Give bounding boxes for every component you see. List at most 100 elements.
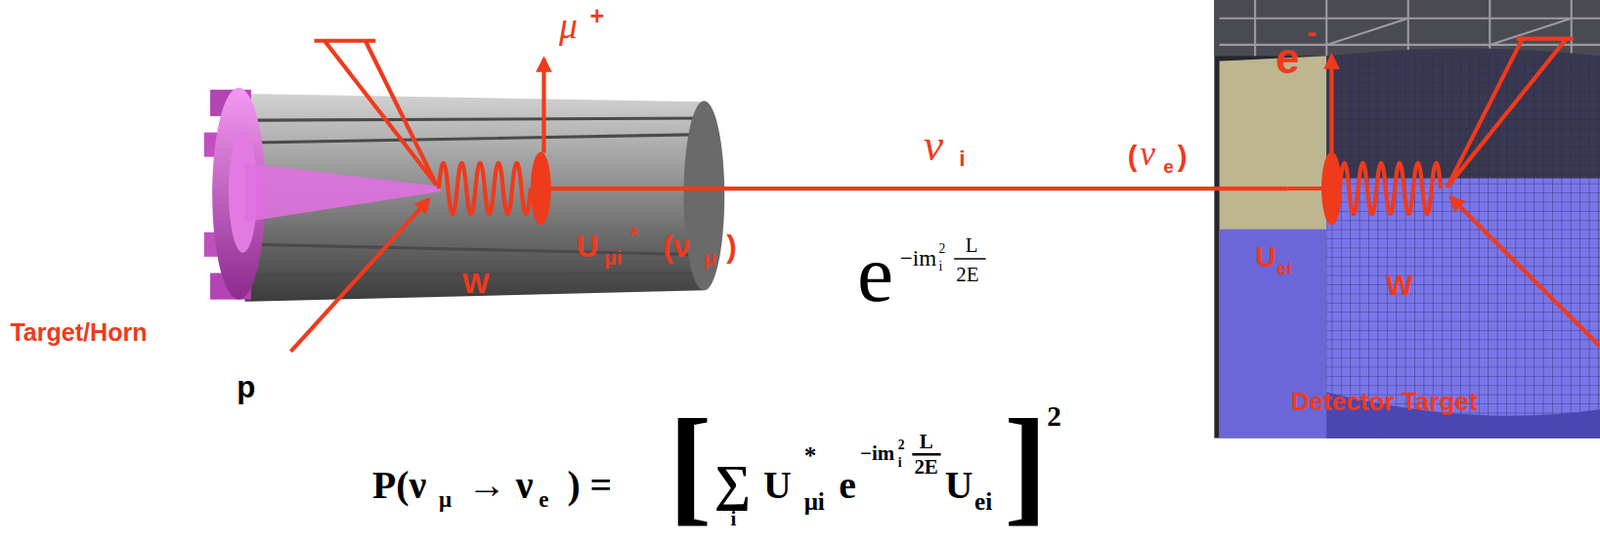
horn-node: Target/Horn — [5, 153, 541, 352]
label-text: 2E — [955, 262, 979, 287]
fraction-bar — [953, 258, 986, 260]
label-text: U — [1254, 241, 1276, 273]
formula-term: e — [838, 467, 857, 507]
label-text: W — [1385, 269, 1414, 302]
neutrino-path — [540, 186, 1288, 191]
label-text: L — [919, 430, 934, 454]
neutrino-label: ν — [923, 123, 944, 169]
formula-term: → ν — [467, 467, 533, 507]
label-text: + — [589, 1, 605, 30]
formula-term: 2 — [898, 438, 906, 453]
phase-term: 2E — [955, 264, 979, 286]
formula-term: 2E — [913, 457, 938, 478]
label-text: 2E — [913, 455, 938, 479]
label-text: ν — [923, 120, 944, 171]
label-text: * — [804, 442, 818, 470]
label-text: ) = — [566, 464, 612, 508]
label-text: e — [838, 464, 857, 508]
label-text: i — [731, 507, 737, 531]
particle-label: μ — [559, 7, 578, 45]
label-text: (ν — [663, 229, 692, 264]
neutrino-label: ) — [1177, 142, 1188, 172]
label-text: ) — [1177, 140, 1188, 173]
label-text: μ — [438, 487, 452, 513]
formula-term: i — [731, 509, 737, 530]
particle-label: p — [236, 372, 256, 403]
production-vertex — [291, 41, 545, 352]
formula-bracket: ] — [1003, 400, 1048, 532]
charge-label: - — [1306, 18, 1317, 47]
formula-term: e — [538, 489, 549, 513]
label-text: [ — [668, 392, 713, 538]
formula-term: i — [898, 456, 903, 471]
label-text: ) — [726, 229, 736, 264]
label-text: μ — [703, 246, 717, 269]
formula-term: ei — [974, 489, 993, 515]
label-text: e — [1275, 34, 1299, 83]
subscript-label: μ — [703, 248, 717, 269]
label-text: U — [945, 464, 974, 508]
superscript-label: * — [629, 223, 639, 247]
charge-label: + — [589, 3, 605, 29]
label-text: μi — [804, 488, 825, 516]
label-text: e — [857, 228, 894, 319]
label-text: - — [1306, 16, 1317, 48]
phase-term: i — [938, 259, 943, 274]
label-text: W — [462, 267, 490, 300]
label-text: −im — [900, 246, 937, 271]
boson-label: W — [462, 269, 490, 299]
formula-term: ) = — [566, 467, 612, 507]
phase-term: L — [965, 235, 979, 257]
phase-term: 2 — [938, 242, 946, 257]
formula-bracket: [ — [668, 400, 713, 532]
label-text: P(ν — [372, 464, 427, 508]
formula-term: ∑ — [714, 457, 751, 509]
label-text: * — [629, 221, 639, 248]
label-text: ∑ — [714, 454, 751, 512]
formula-term: 2 — [1046, 402, 1062, 432]
formula-term: U — [945, 467, 974, 507]
label-text: e — [1163, 156, 1173, 177]
label-text: 2 — [1046, 400, 1062, 433]
neutrino-label: ( — [1127, 142, 1138, 172]
matrix-label: (ν — [663, 231, 692, 262]
formula-term: L — [919, 432, 934, 453]
formula-term: U — [763, 467, 792, 507]
label-text: i — [938, 259, 943, 274]
label-text: → ν — [467, 464, 533, 508]
subscript-label: e — [1163, 158, 1173, 177]
subscript-label: i — [958, 147, 965, 171]
phase-term: e — [857, 233, 894, 316]
node-label: Target/Horn — [9, 320, 147, 346]
label-text: ei — [1276, 258, 1293, 279]
detector-photo — [1213, 0, 1600, 439]
formula-term: μi — [804, 489, 825, 515]
label-text: ( — [1127, 140, 1138, 173]
label-text: ] — [1003, 392, 1048, 538]
label-text: 2 — [938, 241, 946, 257]
neutrino-label: ν — [1139, 136, 1156, 173]
node-text: Target/Horn — [9, 318, 147, 346]
label-text: −im — [860, 441, 895, 466]
subscript-label: ei — [1276, 259, 1293, 279]
subscript-label: μi — [604, 248, 623, 269]
label-text: ei — [974, 488, 993, 516]
formula-term: * — [804, 443, 818, 469]
matrix-label: U — [576, 231, 600, 262]
label-text: U — [763, 464, 792, 508]
matrix-label: ) — [726, 231, 736, 262]
boson-label: W — [1385, 271, 1414, 301]
label-text: U — [576, 229, 600, 264]
detector-node: Detector Target — [1288, 0, 1600, 439]
label-text: μ — [559, 5, 578, 46]
label-text: p — [236, 370, 256, 405]
matrix-label: U — [1254, 243, 1276, 272]
node-label: Detector Target — [1291, 389, 1478, 415]
label-text: e — [538, 487, 549, 513]
label-text: μi — [604, 246, 623, 269]
label-text: i — [898, 455, 903, 471]
